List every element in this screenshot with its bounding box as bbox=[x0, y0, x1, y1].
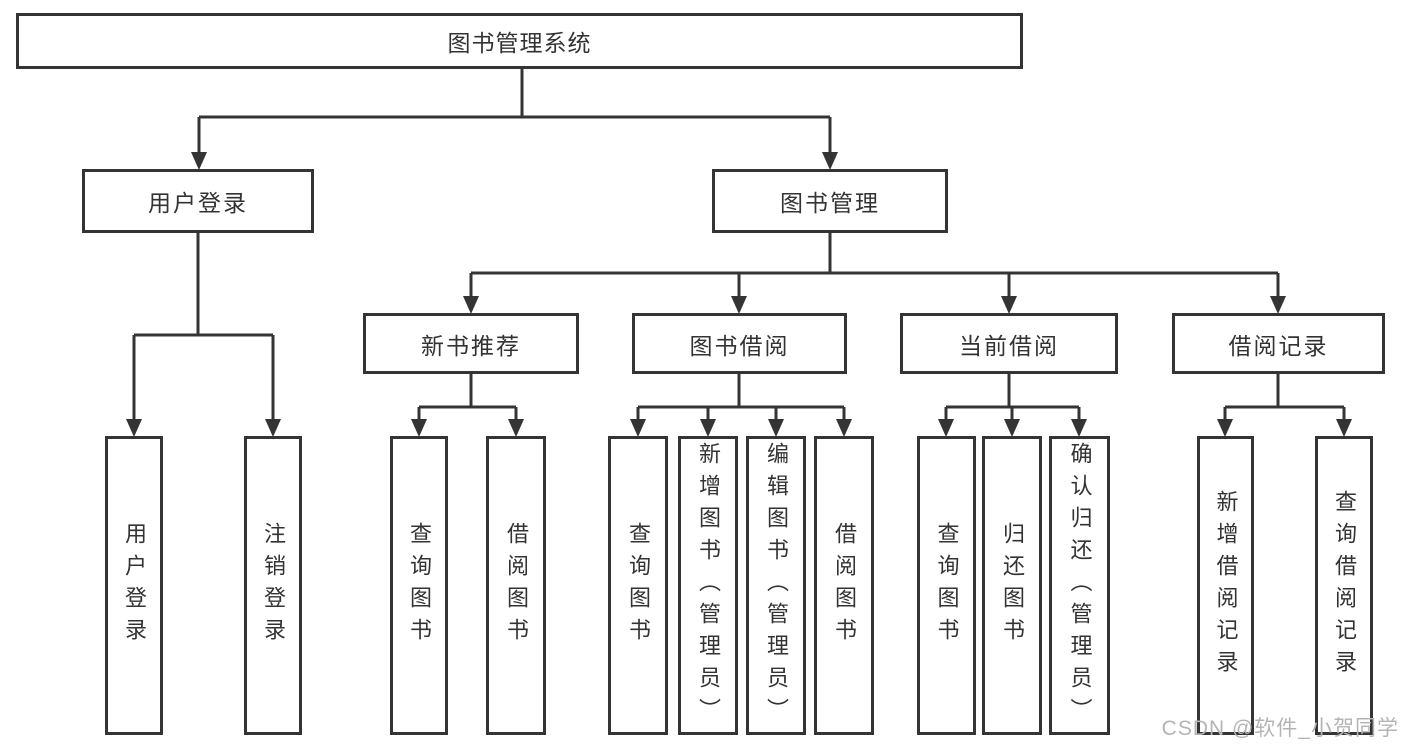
node-confirm-return-admin: 确认归还（管理员） bbox=[1049, 436, 1110, 735]
node-add-book-admin: 新增图书（管理员） bbox=[678, 436, 738, 735]
arrowheads bbox=[126, 152, 1352, 437]
node-library-management-system: 图书管理系统 bbox=[16, 13, 1023, 69]
node-add-borrow-record: 新增借阅记录 bbox=[1197, 436, 1254, 735]
node-query-borrow-record: 查询借阅记录 bbox=[1315, 436, 1373, 735]
node-book-borrowing: 图书借阅 bbox=[632, 313, 847, 374]
node-logout-action: 注销登录 bbox=[244, 436, 302, 735]
node-query-books-borrow: 查询图书 bbox=[608, 436, 668, 735]
node-borrowing-records: 借阅记录 bbox=[1172, 313, 1385, 374]
node-book-management: 图书管理 bbox=[712, 169, 948, 233]
node-query-books-current: 查询图书 bbox=[917, 436, 976, 735]
node-borrow-books-action: 借阅图书 bbox=[814, 436, 874, 735]
node-return-books: 归还图书 bbox=[982, 436, 1042, 735]
node-edit-book-admin: 编辑图书（管理员） bbox=[746, 436, 806, 735]
csdn-watermark: CSDN @软件_小贺同学 bbox=[1161, 717, 1399, 740]
node-user-login: 用户登录 bbox=[82, 169, 314, 233]
node-user-login-action: 用户登录 bbox=[105, 436, 163, 735]
node-current-borrowing: 当前借阅 bbox=[900, 313, 1118, 374]
node-query-books-recommend: 查询图书 bbox=[390, 436, 448, 735]
node-borrow-books-recommend: 借阅图书 bbox=[486, 436, 546, 735]
node-new-book-recommend: 新书推荐 bbox=[363, 313, 579, 374]
